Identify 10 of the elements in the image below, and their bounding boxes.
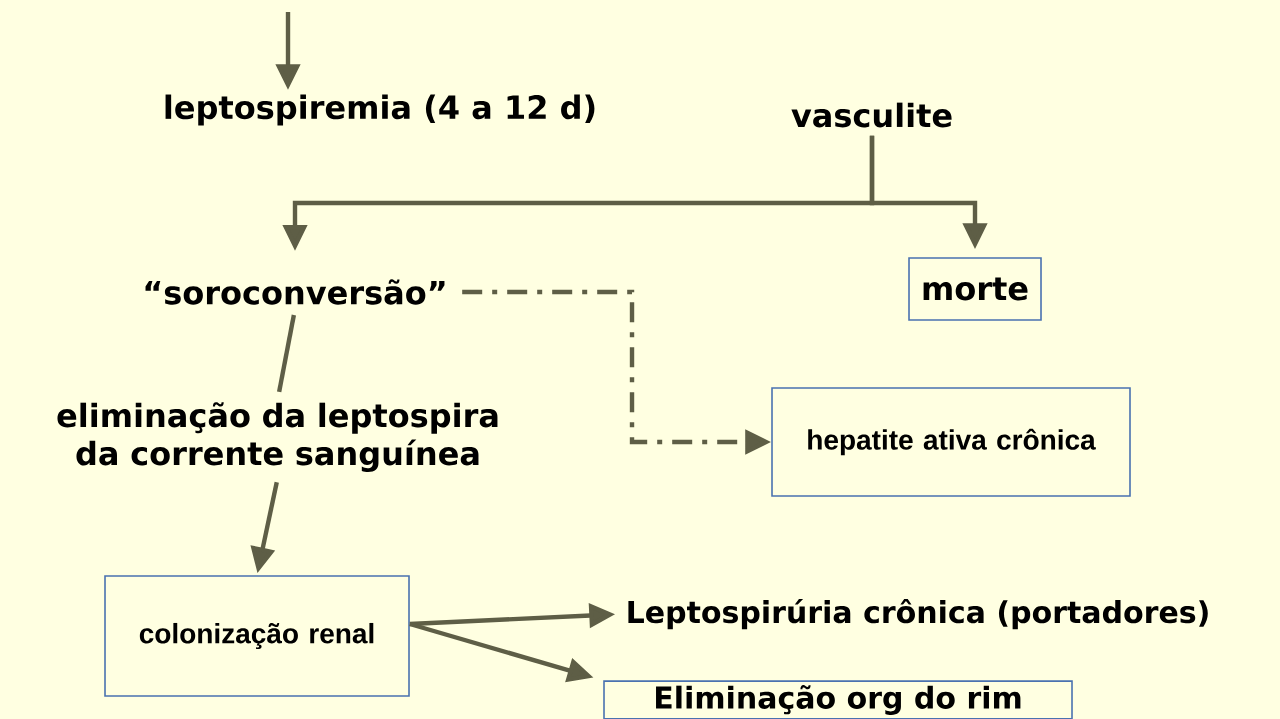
stage-label: leptospiremia (4 a 12 d) xyxy=(165,94,595,126)
connector-line xyxy=(276,314,297,393)
outcome-label: Leptospirúria crônica (portadores) xyxy=(628,598,1208,630)
outcome-box: morte xyxy=(908,257,1042,321)
outcome-box: hepatite ativa crônica xyxy=(771,387,1131,497)
stage-box: colonização renal xyxy=(104,575,410,697)
stage-label: vasculite xyxy=(791,102,952,128)
outcome-box: Eliminação org do rim xyxy=(603,680,1073,719)
stage-label: “soroconversão” xyxy=(145,279,445,305)
stage-label: eliminação da leptospira da corrente sanguínea xyxy=(57,402,498,472)
